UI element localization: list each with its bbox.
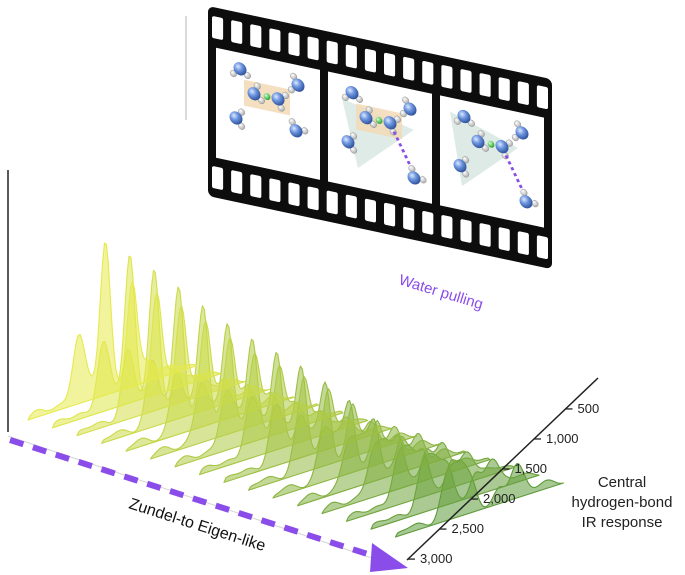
sprocket-hole (345, 194, 357, 219)
sprocket-hole (231, 170, 243, 194)
hydrogen-atom (481, 144, 489, 152)
tick-label: 1,500 (515, 461, 548, 476)
oxygen-atom (233, 62, 247, 76)
sprocket-hole (441, 65, 453, 89)
hydrogen-atom (281, 91, 289, 99)
sprocket-hole (384, 52, 396, 77)
oxygen-atom (515, 126, 529, 140)
sprocket-hole (479, 73, 491, 97)
oxygen-atom (457, 109, 471, 124)
proton-atom (263, 93, 271, 101)
tick-label: 500 (578, 401, 600, 416)
sprocket-hole (212, 16, 224, 40)
sprocket-hole (269, 178, 281, 203)
sprocket-hole (326, 190, 338, 215)
tick-label: 2,000 (483, 491, 516, 506)
sprocket-hole (364, 198, 376, 223)
pulling-dotted-line (504, 155, 526, 194)
oxygen-atom (345, 86, 359, 100)
sprocket-hole (250, 174, 262, 198)
spectrum-trace (27, 242, 197, 421)
oxygen-atom (247, 87, 261, 101)
oxygen-atom (403, 102, 417, 116)
sprocket-hole (345, 44, 357, 69)
hydrogen-atom (257, 96, 265, 105)
sprocket-hole (422, 61, 434, 85)
sprocket-hole (403, 206, 415, 231)
sprocket-hole (498, 77, 510, 101)
eigen-frame (440, 95, 544, 228)
oxygen-atom (359, 111, 373, 125)
oxygen-atom (271, 92, 285, 106)
axis-title-ir-response: IR response (582, 514, 663, 531)
sprocket-hole (403, 56, 415, 81)
sprocket-hole (460, 219, 472, 243)
zundel-frame (216, 47, 320, 180)
sprocket-hole (384, 202, 396, 227)
sprocket-hole (326, 40, 338, 65)
sprocket-hole (536, 235, 548, 260)
sprocket-hole (212, 166, 224, 190)
sprocket-hole (517, 81, 529, 105)
hydrogen-atom (369, 120, 377, 128)
sprocket-hole (288, 32, 300, 57)
sprocket-hole (479, 223, 491, 247)
oxygen-atom (383, 116, 397, 130)
sprocket-hole (498, 227, 510, 251)
transition-frame (328, 71, 432, 204)
hydrogen-atom (393, 115, 401, 123)
oxygen-atom (229, 111, 243, 125)
oxygen-atom (291, 78, 305, 92)
ir-response-tick-labels: 500 1,000 1,500 2,000 2,500 3,000 (420, 401, 599, 566)
sprocket-hole (460, 69, 472, 93)
oxygen-atom (495, 139, 509, 154)
oxygen-atom (289, 124, 303, 138)
oxygen-atom (341, 135, 355, 149)
hydrogen-atom (350, 146, 358, 154)
hydrogen-atom (462, 170, 470, 178)
tick-label: 2,500 (451, 521, 484, 536)
proton-atom (487, 140, 495, 148)
sprocket-hole (441, 215, 453, 239)
pulling-dotted-line (392, 131, 414, 170)
tick-label: 3,000 (420, 551, 453, 566)
film-sprocket-holes (212, 16, 548, 260)
ir-spectra-stack (27, 242, 565, 538)
sprocket-hole (307, 36, 319, 61)
sprocket-hole (364, 48, 376, 73)
sprocket-hole (422, 211, 434, 235)
sprocket-hole (288, 182, 300, 207)
oxygen-atom (519, 195, 533, 209)
tick-label: 1,000 (546, 431, 579, 446)
zundel-eigen-arrow (9, 437, 408, 572)
film-frames (216, 47, 544, 228)
sprocket-hole (269, 28, 281, 53)
zundel-eigen-label: Zundel-to Eigen-like (127, 496, 268, 555)
hydrogen-atom (467, 119, 475, 127)
sprocket-hole (231, 20, 243, 44)
sprocket-hole (536, 85, 548, 110)
axis-title-central: Central (598, 474, 646, 491)
hydrogen-atom (505, 139, 513, 147)
sprocket-hole (307, 186, 319, 211)
sprocket-hole (517, 231, 529, 255)
water-pulling-label: Water pulling (397, 272, 485, 314)
film-strip (208, 7, 552, 269)
sprocket-hole (250, 24, 262, 48)
ir-response-axis (406, 377, 599, 561)
hydrogen-atom (355, 95, 363, 103)
proton-atom (375, 116, 383, 124)
axis-title-hydrogen-bond: hydrogen-bond (572, 494, 673, 511)
hydrogen-atom (243, 71, 251, 80)
oxygen-atom (453, 159, 467, 173)
oxygen-atom (471, 134, 485, 149)
oxygen-atom (407, 171, 421, 185)
hydrogen-atom (238, 122, 246, 130)
